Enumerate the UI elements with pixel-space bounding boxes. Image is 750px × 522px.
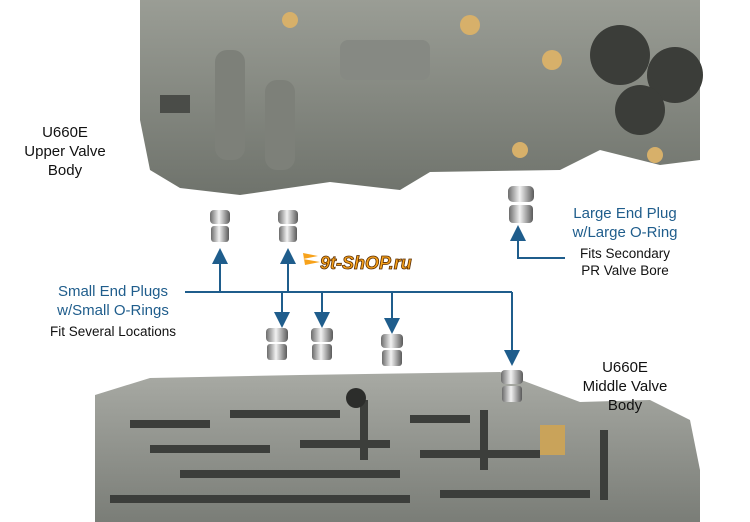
plug-small-6 [501,370,523,402]
plug-small-3 [266,328,288,360]
small-plugs-subtitle: w/Small O-Rings [57,302,169,319]
upper-valve-body-label: U660E Upper Valve Body [15,123,115,180]
plug-small-2 [278,210,298,242]
upper-valve-body-photo [140,0,703,195]
middle-valve-body-label: U660E Middle Valve Body [570,358,680,415]
callout-arrows [185,225,565,366]
plug-small-4 [311,328,333,360]
upper-body-name-2: Body [47,162,83,179]
middle-body-model: U660E [602,359,648,376]
large-plug-note: Fits Secondary [579,246,671,261]
small-plugs-callout: Small End Plugs w/Small O-Rings Fit Seve… [38,282,188,340]
middle-valve-body-photo [95,372,700,522]
large-plug-subtitle: w/Large O-Ring [572,224,678,241]
svg-text:9t-ShOP.ru: 9t-ShOP.ru [320,253,412,273]
watermark-logo: 9t-ShOP.ru [303,253,412,273]
upper-body-model: U660E [42,124,88,141]
small-plugs-note: Fit Several Locations [49,324,177,339]
plug-large [508,186,534,223]
middle-body-name-2: Body [607,397,643,414]
large-plug-note-2: PR Valve Bore [581,263,669,278]
upper-body-name: Upper Valve [24,143,106,160]
large-plug-title: Large End Plug [573,205,677,222]
middle-body-name: Middle Valve [582,378,668,395]
plug-small-1 [210,210,230,242]
plug-small-5 [381,334,403,366]
large-plug-callout: Large End Plug w/Large O-Ring Fits Secon… [555,204,695,279]
small-plugs-title: Small End Plugs [57,283,169,300]
